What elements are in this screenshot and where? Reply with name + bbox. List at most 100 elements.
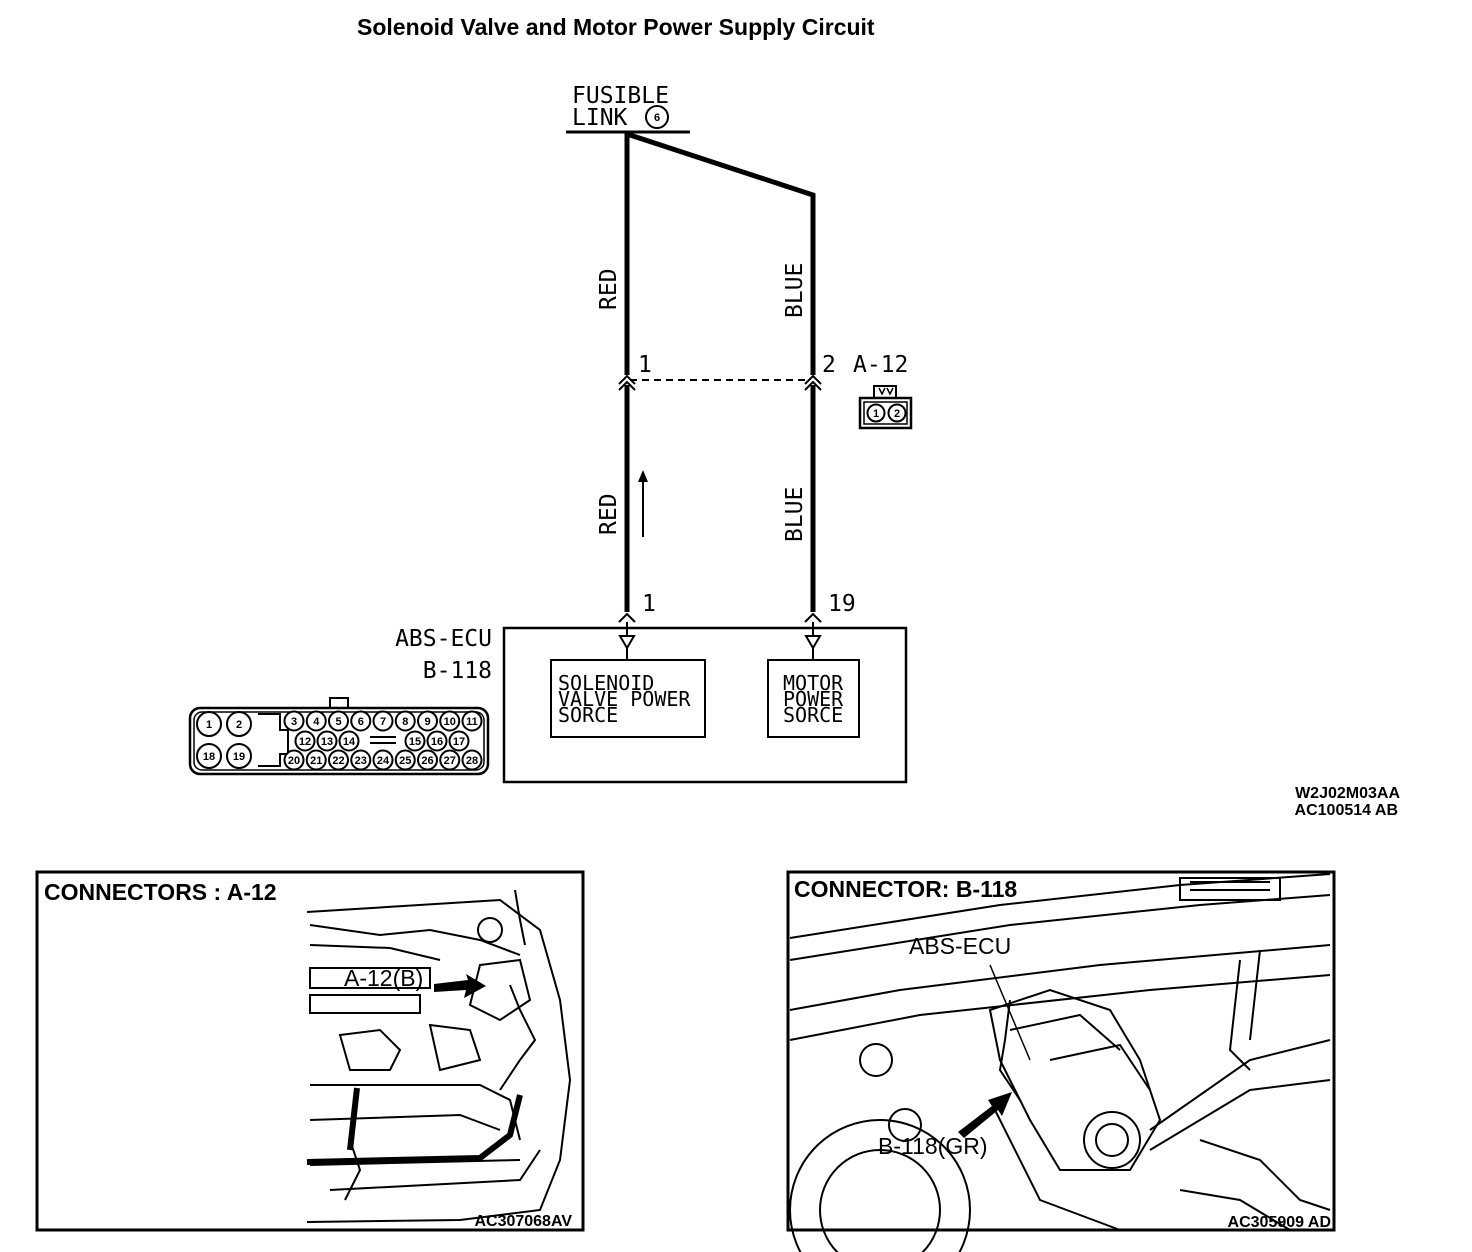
b118-pin-1-socket bbox=[196, 711, 222, 737]
b118-pin-8-socket bbox=[394, 710, 416, 732]
b118-pin-21-socket bbox=[305, 749, 327, 771]
solenoid-box-line2: VALVE POWER bbox=[558, 687, 691, 711]
a12-pin-left-label: 1 bbox=[638, 352, 652, 378]
b118-pin-23-socket bbox=[350, 749, 372, 771]
b118-pin-2-socket bbox=[226, 711, 252, 737]
b118-pin-25: 25 bbox=[399, 755, 411, 767]
b118-pin-18: 18 bbox=[203, 751, 215, 763]
b118-pin-18-socket bbox=[196, 743, 222, 769]
b118-pin-1: 1 bbox=[206, 719, 212, 731]
wire-label-blue-lower: BLUE bbox=[782, 487, 808, 542]
b118-pin-5-socket bbox=[328, 710, 349, 732]
a12-pin-right-label: 2 bbox=[822, 352, 836, 378]
b118-pin-15-socket bbox=[404, 730, 426, 752]
ecu-pin-left-label: 1 bbox=[642, 591, 656, 617]
ecu-pin-right-label: 19 bbox=[828, 591, 856, 617]
b118-pin-4-socket bbox=[305, 710, 327, 732]
fusible-link-number-circle bbox=[645, 105, 669, 129]
b118-pin-16-socket bbox=[426, 730, 448, 752]
a12-face-pin-1: 1 bbox=[873, 408, 879, 420]
solenoid-box-line3: SORCE bbox=[558, 703, 618, 727]
b118-pin-24: 24 bbox=[377, 755, 390, 767]
b118-pin-14-socket bbox=[338, 730, 360, 752]
motor-box-line2: POWER bbox=[783, 687, 844, 711]
b118-pin-11-socket bbox=[461, 710, 483, 732]
b118-pin-9-socket bbox=[417, 710, 438, 732]
current-direction-arrow bbox=[638, 470, 648, 537]
ecu-connector-marks bbox=[618, 612, 822, 660]
b118-pin-6-socket bbox=[350, 710, 372, 732]
panel-right-code: AC305909 AD bbox=[1228, 1214, 1331, 1231]
b118-pin-3: 3 bbox=[291, 716, 297, 728]
b118-pin-9: 9 bbox=[424, 716, 430, 728]
b118-pin-17-socket bbox=[448, 730, 470, 752]
b118-pin-4: 4 bbox=[313, 716, 320, 728]
b118-pin-12: 12 bbox=[299, 736, 311, 748]
motor-box-line3: SORCE bbox=[783, 703, 843, 727]
b118-pin-23: 23 bbox=[355, 755, 367, 767]
b118-pin-5: 5 bbox=[335, 716, 341, 728]
reference-code-2: AC100514 AB bbox=[1295, 802, 1398, 819]
b118-pin-20: 20 bbox=[288, 755, 300, 767]
ecu-connector-label: B-118 bbox=[423, 658, 492, 684]
reference-code-1: W2J02M03AA bbox=[1295, 785, 1400, 802]
b118-pin-7: 7 bbox=[380, 716, 386, 728]
connector-a12-junction bbox=[618, 374, 822, 391]
b118-pin-22: 22 bbox=[332, 755, 344, 767]
b118-pin-26: 26 bbox=[421, 755, 433, 767]
b118-pin-19-socket bbox=[226, 743, 252, 769]
panel-right-callout-b118: B-118(GR) bbox=[878, 1133, 988, 1159]
b118-pin-6: 6 bbox=[358, 716, 364, 728]
diagram-title: Solenoid Valve and Motor Power Supply Ci… bbox=[357, 14, 875, 40]
solenoid-box-line1: SOLENOID bbox=[558, 671, 654, 695]
panel-right-title: CONNECTOR: B-118 bbox=[794, 876, 1017, 902]
wire-label-blue-upper: BLUE bbox=[782, 263, 808, 318]
b118-pin-26-socket bbox=[417, 749, 438, 771]
panel-left-code: AC307068AV bbox=[474, 1213, 572, 1230]
panel-right-callout-ecu: ABS-ECU bbox=[909, 933, 1011, 959]
b118-pin-28-socket bbox=[461, 749, 483, 771]
a12-connector-face: 1 2 bbox=[858, 385, 913, 430]
b118-pin-7-socket bbox=[372, 710, 394, 732]
motor-box-line1: MOTOR bbox=[783, 671, 844, 695]
connector-b118-location-panel: CONNECTOR: B-118 ABS-ECU B-118(GR) AC305… bbox=[786, 870, 1336, 1252]
b118-pin-22-socket bbox=[328, 749, 349, 771]
connector-a12-location-panel: CONNECTORS : A-12 A-12(B) AC307068AV bbox=[35, 870, 585, 1232]
wire-label-red-lower: RED bbox=[596, 493, 622, 535]
b118-pin-27-socket bbox=[439, 749, 461, 771]
wiring bbox=[624, 131, 816, 612]
b118-pin-19: 19 bbox=[233, 751, 245, 763]
b118-pin-13-socket bbox=[316, 730, 338, 752]
b118-pin-27: 27 bbox=[444, 755, 456, 767]
ecu-box bbox=[502, 626, 908, 784]
a12-connector-label: A-12 bbox=[853, 352, 908, 378]
panel-left-title: CONNECTORS : A-12 bbox=[44, 879, 277, 905]
b118-pin-17: 17 bbox=[453, 736, 465, 748]
ecu-name-label: ABS-ECU bbox=[395, 626, 492, 652]
b118-pin-11: 11 bbox=[466, 716, 478, 728]
a12-face-pin-2: 2 bbox=[894, 408, 900, 420]
b118-pin-10: 10 bbox=[444, 716, 456, 728]
b118-pin-12-socket bbox=[294, 730, 316, 752]
b118-pin-3-socket bbox=[283, 710, 305, 732]
b118-pin-2: 2 bbox=[236, 719, 242, 731]
b118-pin-28: 28 bbox=[466, 755, 478, 767]
wire-label-red-upper: RED bbox=[596, 268, 622, 310]
engine-bay-illustration-a12 bbox=[306, 889, 572, 1223]
fusible-link-line2: LINK bbox=[572, 105, 628, 131]
solenoid-valve-power-source-box bbox=[550, 659, 706, 738]
fusible-link: FUSIBLE LINK 6 bbox=[566, 83, 690, 134]
a12-callout-arrow bbox=[434, 974, 486, 998]
b118-callout-arrow bbox=[958, 1092, 1012, 1138]
b118-pin-15: 15 bbox=[409, 736, 421, 748]
motor-power-source-box bbox=[767, 659, 860, 738]
engine-bay-illustration-b118 bbox=[789, 873, 1331, 1252]
b118-pin-10-socket bbox=[439, 710, 461, 732]
wire-blue-upper bbox=[626, 131, 816, 375]
panel-left-callout: A-12(B) bbox=[344, 965, 423, 991]
fusible-link-number: 6 bbox=[654, 112, 660, 124]
fusible-link-line1: FUSIBLE bbox=[572, 83, 669, 109]
